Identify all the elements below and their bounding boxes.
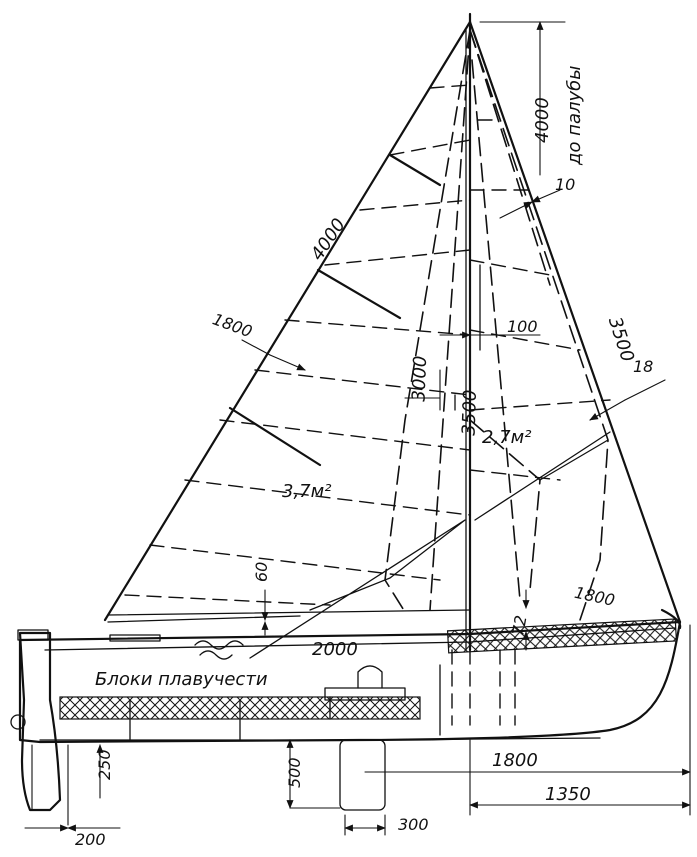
forestay xyxy=(468,20,682,624)
label-100: 100 xyxy=(507,317,538,336)
label-main-area: 3,7м² xyxy=(282,481,331,502)
label-18: 18 xyxy=(633,357,653,376)
label-200: 200 xyxy=(75,830,106,849)
mainsheet xyxy=(249,519,466,659)
buoyancy-block-bow xyxy=(446,618,678,654)
seat-thwart xyxy=(109,634,161,642)
label-jib-area: 2,7м² xyxy=(482,427,531,448)
wave-squiggle xyxy=(194,640,244,650)
label-1350: 1350 xyxy=(545,784,591,805)
label-to-deck-text: до палубы xyxy=(564,66,585,166)
label-2000: 2000 xyxy=(312,639,358,660)
label-1800-bottom: 1800 xyxy=(492,750,538,771)
label-3000: 3000 xyxy=(409,355,432,402)
label-1800-batten: 1800 xyxy=(210,309,255,341)
centerboard-handle xyxy=(357,665,383,689)
label-60: 60 xyxy=(252,562,271,582)
boom-lower xyxy=(107,615,301,623)
main-sail-battens xyxy=(228,153,442,467)
jib-seams xyxy=(454,119,611,481)
label-10: 10 xyxy=(555,175,575,194)
centerboard xyxy=(339,739,386,811)
buoyancy-block-stern xyxy=(59,696,331,720)
label-500: 500 xyxy=(285,757,304,788)
rudder xyxy=(10,629,62,812)
label-1800-foot: 1800 xyxy=(573,583,617,610)
label-250: 250 xyxy=(95,749,114,780)
main-sail-luff xyxy=(103,20,472,622)
wave-squiggle-2 xyxy=(199,650,233,660)
label-buoyancy-blocks: Блоки плавучести xyxy=(95,669,268,690)
hull-frames xyxy=(129,649,516,741)
dimension-labels: 4000 4000 до палубы 10 100 3500 1800 18 … xyxy=(75,66,653,849)
bow-stem xyxy=(660,608,682,630)
label-72: 72 xyxy=(508,614,530,637)
main-sail-seams xyxy=(124,84,471,606)
mast xyxy=(465,12,472,652)
dimension-lines xyxy=(24,21,691,836)
jib-club xyxy=(474,431,611,521)
label-3500-mast: 3500 xyxy=(458,389,481,436)
label-4000-to-deck: 4000 xyxy=(532,97,553,143)
boom xyxy=(107,609,471,616)
label-300: 300 xyxy=(398,815,429,834)
jib-sheet xyxy=(539,439,609,481)
sail-dashed-outlines xyxy=(384,29,609,621)
buoyancy-block-mid xyxy=(329,696,421,720)
centerboard-well xyxy=(324,687,406,701)
label-luff-4000: 4000 xyxy=(307,215,350,265)
